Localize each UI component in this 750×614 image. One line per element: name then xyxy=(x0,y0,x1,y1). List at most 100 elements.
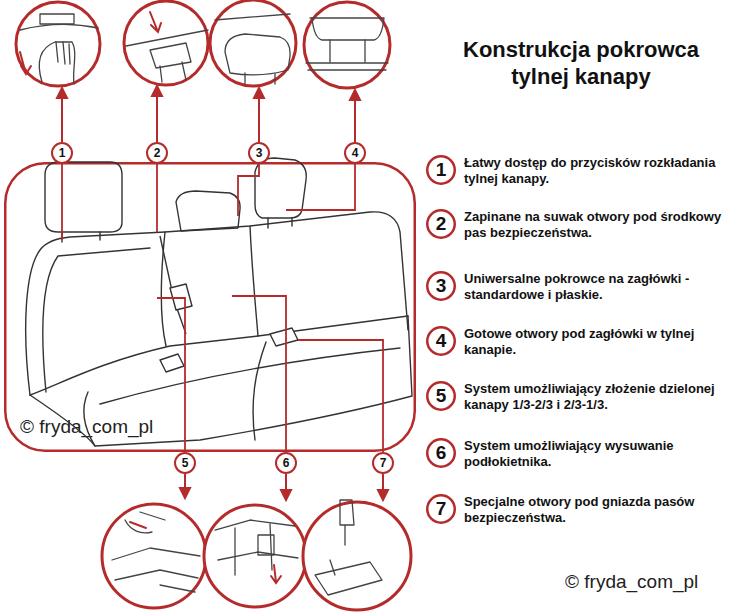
callout-number: 2 xyxy=(146,142,168,164)
detail-sketch xyxy=(258,535,274,555)
rear-seat xyxy=(26,158,412,446)
callout-arrow xyxy=(281,490,291,500)
circle-outline xyxy=(249,143,269,163)
leader-line xyxy=(156,164,158,232)
callout-arrow xyxy=(57,88,67,98)
callout-arrow xyxy=(378,490,388,500)
detail-sketch xyxy=(112,548,200,580)
callout-arrow xyxy=(57,86,388,500)
feature-description: Zapinane na suwak otwory pod środkowy pa… xyxy=(464,209,722,241)
callout-arrow xyxy=(156,94,158,142)
callout-number: 3 xyxy=(248,142,270,164)
legend-number-circle: 6System umożliwiający wysuwanie podłokie… xyxy=(426,438,456,468)
callout-number: 5 xyxy=(174,452,196,474)
callout-number: 5 xyxy=(426,381,456,411)
circle-outline xyxy=(345,143,365,163)
detail-circle xyxy=(303,502,411,610)
detail-sketch xyxy=(160,62,186,82)
callout-arrow xyxy=(258,96,260,142)
detail-sketch xyxy=(20,24,98,30)
feature-description: System umożliwiający złożenie dzielonej … xyxy=(464,381,722,413)
panel-outline xyxy=(5,163,415,451)
rear-seat xyxy=(26,212,408,395)
rear-seat xyxy=(30,316,408,395)
callout-arrow xyxy=(61,96,63,142)
rear-seat xyxy=(100,348,400,404)
detail-sketch xyxy=(235,524,272,575)
detail-sketch xyxy=(245,73,275,84)
leader-line xyxy=(286,164,355,210)
feature-description: Łatwy dostęp do przycisków rozkładania t… xyxy=(464,155,722,187)
detail-sketch xyxy=(126,30,208,46)
feature-description: Uniwersalne pokrowce na zagłówki - stand… xyxy=(464,271,722,303)
detail-sketch xyxy=(39,42,74,84)
circle-outline xyxy=(276,453,296,473)
detail-sketch xyxy=(315,562,382,595)
feature-description: Specjalne otwory pod gniazda pasów bezpi… xyxy=(464,494,722,526)
callout-number: 7 xyxy=(372,452,394,474)
rear-seat xyxy=(255,158,306,218)
detail-circle xyxy=(204,505,306,607)
detail-sketch xyxy=(150,43,191,68)
seat-belt xyxy=(170,284,192,310)
detail-sketch xyxy=(340,500,354,545)
callout-number: 4 xyxy=(426,326,456,356)
direction-arrow xyxy=(20,52,31,74)
detail-sketch xyxy=(225,34,290,75)
rear-seat xyxy=(43,248,150,392)
watermark: © fryda_com_pl xyxy=(565,571,698,593)
callout-number: 1 xyxy=(51,142,73,164)
detail-sketch xyxy=(160,585,195,592)
callout-arrow xyxy=(350,90,360,100)
leader-line xyxy=(298,340,383,452)
detail-sketch xyxy=(215,14,290,20)
legend-number-circle: 2Zapinane na suwak otwory pod środkowy p… xyxy=(426,209,456,239)
callout-number: 6 xyxy=(275,452,297,474)
leader-line xyxy=(232,296,286,452)
rear-seat xyxy=(250,226,258,336)
detail-sketch xyxy=(20,14,388,595)
callout-number: 7 xyxy=(426,494,456,524)
circle-outline xyxy=(147,143,167,163)
leader-line xyxy=(157,298,185,452)
feature-description: System umożliwiający wysuwanie podłokiet… xyxy=(464,438,722,470)
leader-line xyxy=(62,164,383,452)
rear-seat xyxy=(161,232,166,346)
detail-circle xyxy=(210,0,296,86)
callout-arrow xyxy=(180,488,190,498)
legend-number-circle: 7Specjalne otwory pod gniazda pasów bezp… xyxy=(426,494,456,524)
detail-sketch xyxy=(306,63,388,70)
callout-number: 1 xyxy=(426,155,456,185)
detail-circle xyxy=(304,2,390,88)
legend-number-circle: 5System umożliwiający złożenie dzielonej… xyxy=(426,381,456,411)
callout-number: 6 xyxy=(426,438,456,468)
detail-circle xyxy=(102,504,206,608)
direction-arrow xyxy=(150,12,161,32)
detail-circle xyxy=(124,1,208,85)
detail-circle xyxy=(16,0,411,610)
detail-sketch xyxy=(56,42,70,64)
callout-number: 1 xyxy=(51,142,73,164)
circle-outline xyxy=(175,453,195,473)
detail-sketch xyxy=(125,512,165,533)
callout-arrow xyxy=(254,88,264,98)
seat-belt xyxy=(160,236,298,372)
callout-number: 4 xyxy=(344,142,366,164)
circle-outline xyxy=(52,143,72,163)
detail-circle xyxy=(16,2,100,86)
callout-number: 3 xyxy=(426,271,456,301)
feature-description: Gotowe otwory pod zagłówki w tylnej kana… xyxy=(464,326,722,358)
legend-number-circle: 4Gotowe otwory pod zagłówki w tylnej kan… xyxy=(426,326,456,356)
direction-arrow xyxy=(130,522,146,528)
seat-belt xyxy=(270,328,298,346)
rear-seat xyxy=(45,162,122,232)
callout-number: 2 xyxy=(146,142,168,164)
callout-number: 6 xyxy=(275,452,297,474)
detail-sketch xyxy=(330,560,335,575)
seat-belt xyxy=(160,354,184,372)
legend-number-circle: 1Łatwy dostęp do przycisków rozkładania … xyxy=(426,155,456,185)
rear-seat xyxy=(176,191,240,231)
callout-number: 2 xyxy=(426,209,456,239)
callout-arrow xyxy=(354,98,356,142)
